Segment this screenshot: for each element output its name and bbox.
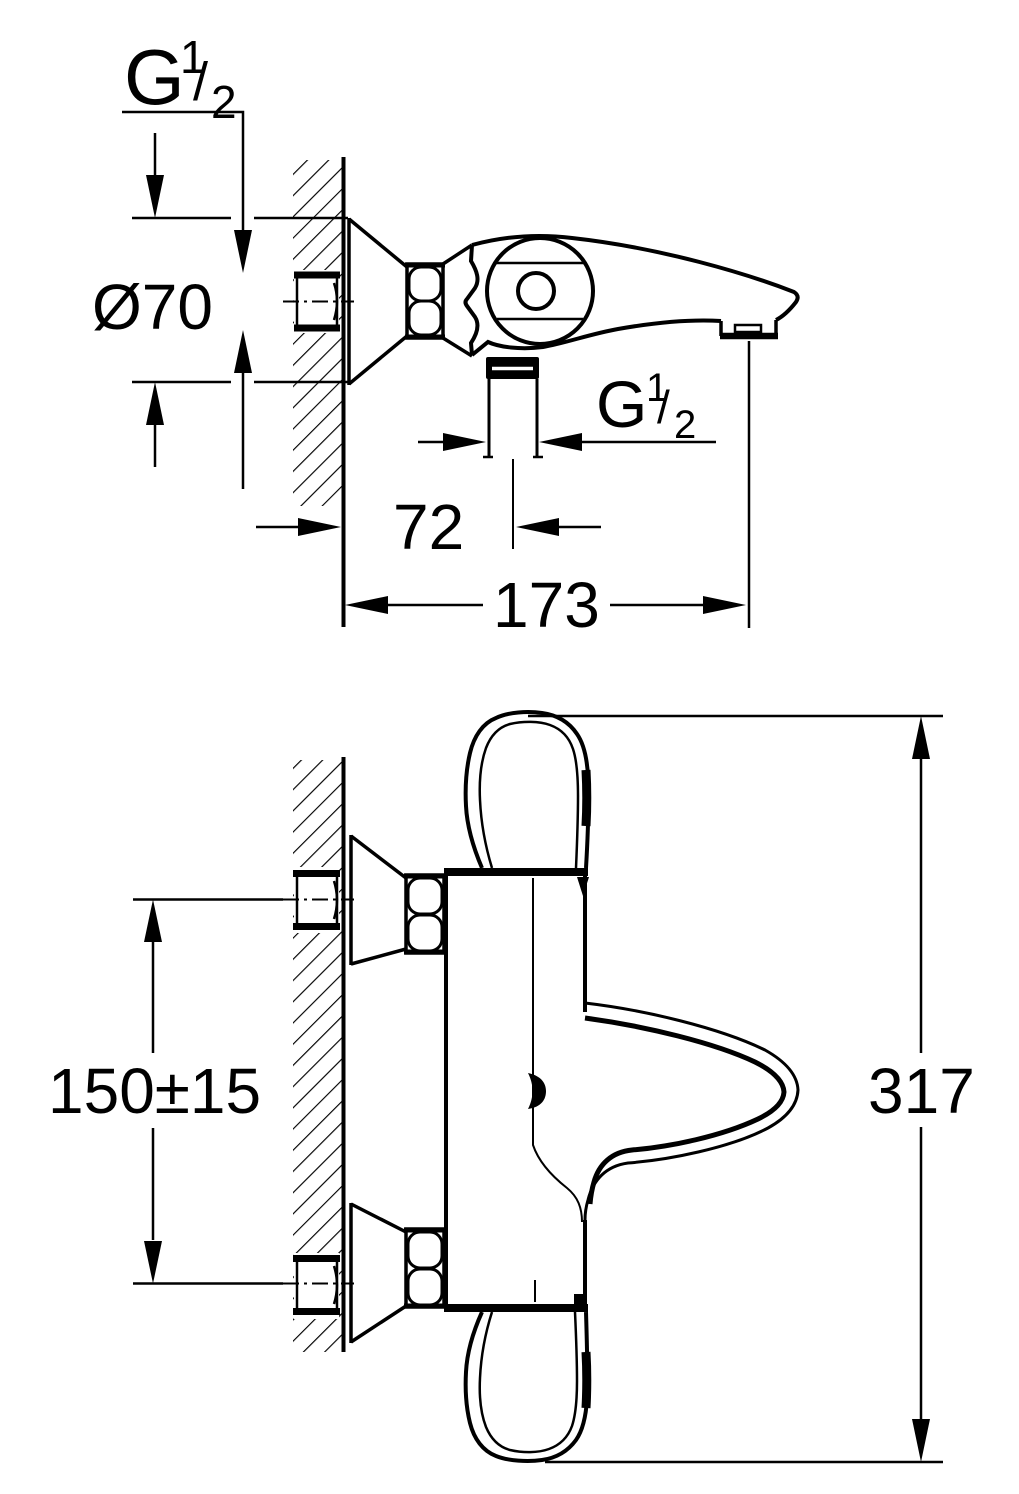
body-underside xyxy=(470,318,722,357)
body-corner-notch xyxy=(574,1294,586,1306)
handle-grip-mark xyxy=(581,769,592,827)
dimension-wall-to-pipe: 72 xyxy=(256,491,601,563)
wall-to-pipe-label: 72 xyxy=(393,491,464,563)
inlet-spacing-label: 150±15 xyxy=(48,1055,261,1127)
arrow-down-icon xyxy=(144,1241,162,1284)
spout-outer-contour xyxy=(583,1001,800,1221)
escutcheon-cone xyxy=(347,217,409,386)
mixer-body-front xyxy=(444,868,589,1312)
union-nut-top xyxy=(404,873,446,955)
arrow-up-icon xyxy=(144,899,162,942)
spout-mouth-mark xyxy=(528,1073,546,1109)
side-view: G 1 / 2 Ø70 G 1 / 2 xyxy=(92,31,800,641)
outlet-thread-slash: / xyxy=(657,381,670,433)
arrow-left-icon xyxy=(516,518,559,536)
front-view: 317 150±15 xyxy=(48,710,975,1464)
wall-to-spout-label: 173 xyxy=(493,569,600,641)
dimension-wall-to-spout: 173 xyxy=(345,341,751,641)
arrow-up-icon xyxy=(146,382,164,425)
arrow-up-icon xyxy=(912,716,930,759)
dimension-escutcheon-diameter: Ø70 xyxy=(92,133,348,467)
body-left-notch xyxy=(463,244,480,356)
union-square-bottom xyxy=(293,1253,340,1319)
leader-line xyxy=(122,110,245,230)
outlet-thread-numerator: 1 xyxy=(646,366,668,410)
dimension-overall-height: 317 xyxy=(528,714,975,1464)
escutcheon-diameter-label: Ø70 xyxy=(92,271,213,343)
body-inner-line xyxy=(532,878,583,1223)
outlet-thread-denominator: 2 xyxy=(674,403,696,447)
handle-bottom xyxy=(463,1311,592,1463)
arrow-down-icon xyxy=(146,175,164,218)
spout-outlet xyxy=(719,320,778,340)
wall-thread-slash: / xyxy=(193,52,208,112)
arrow-left-icon xyxy=(539,433,582,451)
dimension-outlet-thread: G 1 / 2 xyxy=(418,366,716,451)
overall-height-label: 317 xyxy=(868,1055,975,1127)
arrow-right-icon xyxy=(443,433,486,451)
handle-grip-mark xyxy=(581,1351,592,1409)
shower-outlet-pipe xyxy=(483,357,543,549)
escutcheon-cone-top xyxy=(349,834,408,966)
wall-thread-label: G xyxy=(124,33,185,121)
outlet-thread-label: G xyxy=(596,367,647,441)
dimension-wall-thread: G 1 / 2 xyxy=(122,31,252,489)
union-nut xyxy=(405,243,473,358)
mixer-body xyxy=(463,234,800,357)
arrow-down-icon xyxy=(912,1419,930,1462)
arrow-right-icon xyxy=(703,596,746,614)
arrow-left-icon xyxy=(345,596,388,614)
body-top-mark xyxy=(577,877,589,896)
escutcheon-cone-bottom xyxy=(349,1202,407,1344)
arrow-right-icon xyxy=(298,518,341,536)
handle-top xyxy=(463,710,592,869)
union-nut-bottom xyxy=(404,1227,446,1309)
arrow-down-icon xyxy=(234,230,252,273)
wall-thread-denominator: 2 xyxy=(211,76,237,128)
dimension-inlet-spacing: 150±15 xyxy=(48,899,261,1284)
knob-button xyxy=(516,271,556,311)
spout-front xyxy=(583,1001,800,1221)
spout-inner-contour xyxy=(584,1015,787,1205)
wall-thread-numerator: 1 xyxy=(180,31,206,83)
arrow-up-icon xyxy=(234,330,252,373)
